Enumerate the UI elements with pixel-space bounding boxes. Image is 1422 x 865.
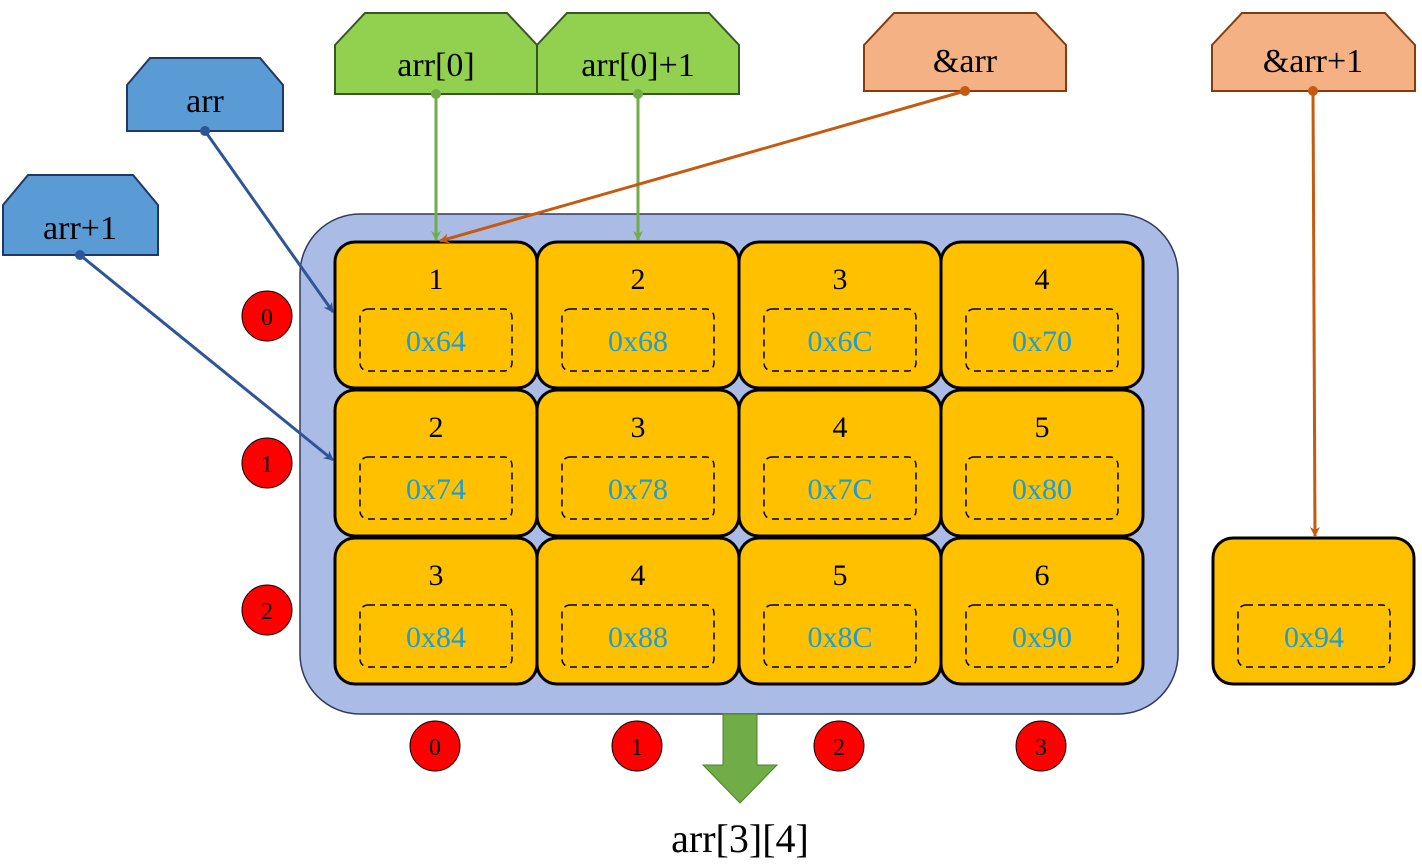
label-addr-arr-plus-1: &arr+1	[1211, 12, 1416, 92]
label-arr0: arr[0]	[334, 12, 538, 95]
cell-value: 6	[1035, 559, 1050, 592]
row-index-0: 0	[241, 290, 293, 342]
cell-address: 0x80	[1012, 473, 1072, 506]
arrow-arr-plus-1	[75, 250, 334, 462]
down-arrow-icon	[701, 713, 779, 804]
col-index-2: 2	[813, 720, 865, 772]
cell-value: 2	[631, 263, 646, 296]
cell-address: 0x70	[1012, 325, 1072, 358]
label-addr-arr: &arr	[863, 12, 1067, 92]
cell-address: 0x88	[608, 621, 668, 654]
cell-address: 0x68	[608, 325, 668, 358]
cell-address: 0x8C	[807, 621, 872, 654]
cell-r2-c3: 6 0x90	[939, 536, 1145, 686]
table-row: 1 0x64 2 0x68 3 0x6C 4 0x70	[333, 240, 1145, 390]
svg-text:arr[0]+1: arr[0]+1	[581, 47, 695, 84]
label-arr-plus-1: arr+1	[2, 174, 159, 256]
arrow-arr0	[431, 89, 441, 241]
cell-value: 4	[1035, 263, 1050, 296]
cell-address: 0x64	[406, 325, 466, 358]
col-index-0: 0	[409, 720, 461, 772]
cell-address: 0x74	[406, 473, 466, 506]
col-index-1: 1	[611, 720, 663, 772]
svg-text:1: 1	[631, 735, 643, 761]
cell-r1-c0: 2 0x74	[333, 388, 539, 538]
svg-text:&arr: &arr	[933, 43, 998, 80]
cell-r0-c3: 4 0x70	[939, 240, 1145, 390]
cell-address: 0x78	[608, 473, 668, 506]
svg-text:arr+1: arr+1	[43, 210, 117, 247]
arrow-addr-arr	[439, 86, 970, 244]
svg-text:&arr+1: &arr+1	[1263, 43, 1363, 80]
cell-value: 5	[1035, 411, 1050, 444]
cell-address: 0x84	[406, 621, 466, 654]
cell-r0-c0: 1 0x64	[333, 240, 539, 390]
cell-value: 3	[631, 411, 646, 444]
cell-r1-c1: 3 0x78	[535, 388, 741, 538]
label-arr: arr	[126, 57, 284, 132]
row-index-1: 1	[241, 437, 293, 489]
table-row: 3 0x84 4 0x88 5 0x8C 6 0x90	[333, 536, 1145, 686]
cell-value: 2	[429, 411, 444, 444]
cell-value: 3	[833, 263, 848, 296]
svg-text:1: 1	[261, 452, 273, 478]
cell-value: 4	[833, 411, 848, 444]
arrow-arr	[200, 126, 335, 313]
svg-text:arr: arr	[186, 83, 224, 120]
svg-text:arr[0]: arr[0]	[397, 47, 474, 84]
cell-address: 0x7C	[807, 473, 872, 506]
cell-address: 0x6C	[807, 325, 872, 358]
cell-value: 1	[429, 263, 444, 296]
label-arr0-plus-1: arr[0]+1	[536, 12, 740, 95]
svg-text:2: 2	[833, 735, 845, 761]
cell-r2-c1: 4 0x88	[535, 536, 741, 686]
arrow-arr0-plus-1	[633, 89, 643, 241]
cell-r1-c2: 4 0x7C	[737, 388, 943, 538]
cell-r1-c3: 5 0x80	[939, 388, 1145, 538]
past-end-address: 0x94	[1284, 621, 1344, 654]
cell-value: 3	[429, 559, 444, 592]
svg-text:0: 0	[261, 305, 273, 331]
cell-r0-c1: 2 0x68	[535, 240, 741, 390]
cell-r2-c2: 5 0x8C	[737, 536, 943, 686]
cell-address: 0x90	[1012, 621, 1072, 654]
col-index-3: 3	[1015, 720, 1067, 772]
svg-text:2: 2	[261, 599, 273, 625]
cell-value: 4	[631, 559, 646, 592]
svg-text:0: 0	[429, 735, 441, 761]
arrow-addr-arr-plus-1	[1308, 86, 1320, 537]
cell-r2-c0: 3 0x84	[333, 536, 539, 686]
svg-text:3: 3	[1035, 735, 1047, 761]
array-caption: arr[3][4]	[671, 816, 809, 861]
past-end-cell: 0x94	[1211, 536, 1416, 686]
cell-value: 5	[833, 559, 848, 592]
row-index-2: 2	[241, 584, 293, 636]
cell-r0-c2: 3 0x6C	[737, 240, 943, 390]
table-row: 2 0x74 3 0x78 4 0x7C 5 0x80	[333, 388, 1145, 538]
